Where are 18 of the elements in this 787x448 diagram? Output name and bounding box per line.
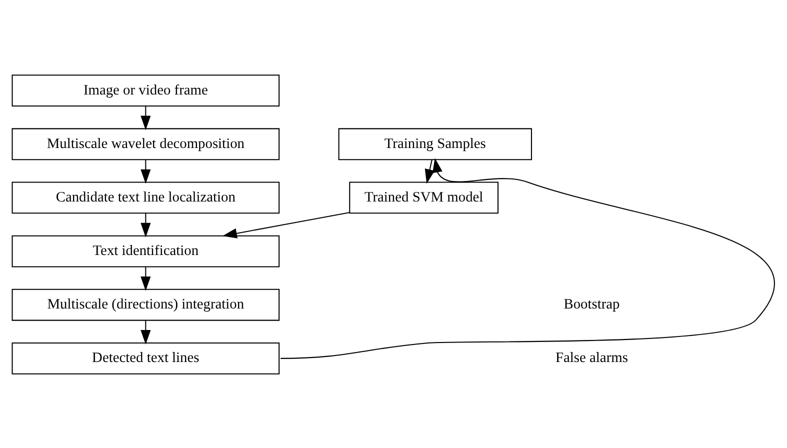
node-box: Detected text lines [12, 342, 280, 374]
arrow [424, 159, 435, 184]
arrow [140, 266, 151, 290]
node-box: Training Samples [338, 128, 532, 160]
label: False alarms [556, 350, 628, 366]
node-box: Text identification [12, 234, 280, 267]
arrow [140, 212, 151, 237]
arrow [140, 106, 151, 130]
node-box: Multiscale wavelet decomposition [12, 128, 280, 160]
label: Bootstrap [564, 296, 620, 312]
arrow [222, 211, 350, 238]
arrow [140, 159, 151, 184]
node-box: Multiscale (directions) integration [12, 288, 280, 320]
arrow [140, 320, 151, 344]
node-box: Image or video frame [12, 74, 280, 106]
arrow [280, 158, 774, 358]
node-box: Trained SVM model [349, 181, 499, 214]
node-box: Candidate text line localization [12, 181, 280, 214]
